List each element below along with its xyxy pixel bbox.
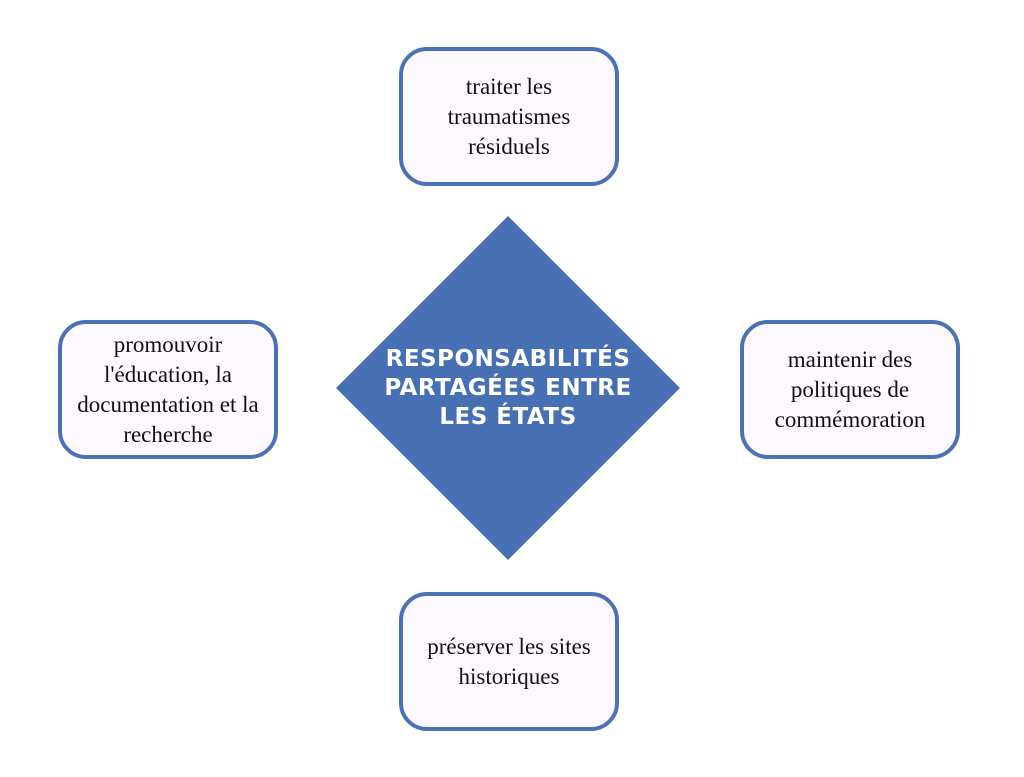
node-bottom: préserver les sites historiques	[399, 592, 619, 731]
center-label: RESPONSABILITÉS PARTAGÉES ENTRE LES ÉTAT…	[384, 345, 632, 430]
node-right: maintenir des politiques de commémoratio…	[740, 320, 960, 459]
node-right-label: maintenir des politiques de commémoratio…	[774, 346, 926, 432]
node-left-label: promouvoir l'éducation, la documentation…	[77, 331, 259, 447]
node-left: promouvoir l'éducation, la documentation…	[58, 320, 278, 459]
node-bottom-label: préserver les sites historiques	[427, 633, 591, 689]
node-top-label: traiter les traumatismes résiduels	[447, 73, 571, 159]
node-top: traiter les traumatismes résiduels	[399, 47, 619, 186]
center-diamond	[336, 216, 680, 560]
center-label-wrap: RESPONSABILITÉS PARTAGÉES ENTRE LES ÉTAT…	[336, 216, 680, 560]
